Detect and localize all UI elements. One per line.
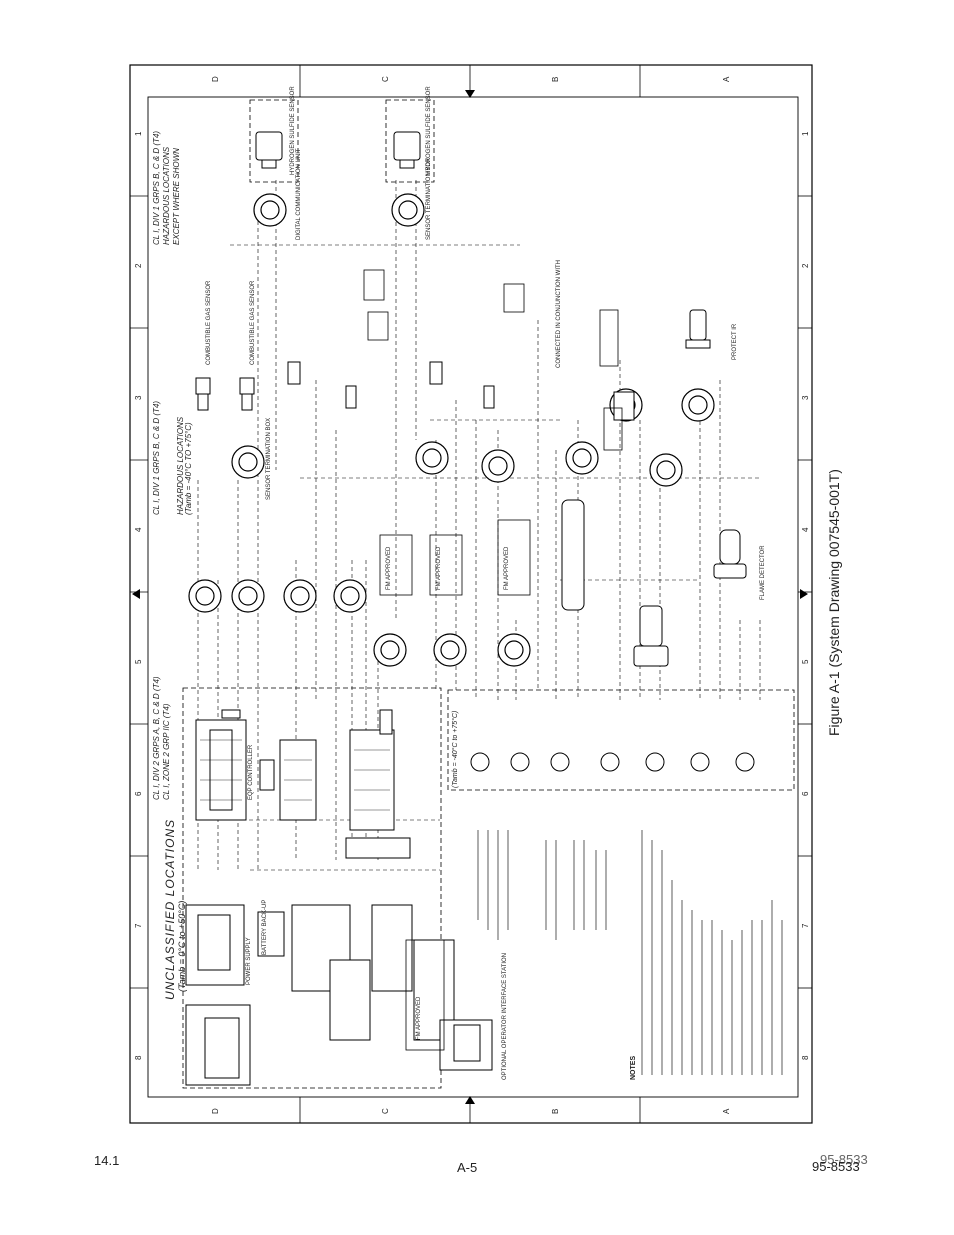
controller-detail-lines: [200, 739, 390, 811]
border-col-5-left: 5: [134, 659, 143, 664]
unclassified-equipment: [185, 904, 493, 1086]
drawing-inner-frame: [147, 96, 799, 1098]
border-col-7-left: 7: [134, 923, 143, 928]
border-row-b-bottom: B: [551, 1108, 560, 1114]
border-row-d-bottom: D: [211, 1108, 220, 1114]
border-ticks: [130, 65, 812, 1123]
border-col-2-right: 2: [801, 263, 810, 268]
border-col-4-right: 4: [801, 527, 810, 532]
border-row-a-bottom: A: [722, 1108, 731, 1114]
border-col-5-right: 5: [801, 659, 810, 664]
footer-center: A-5: [457, 1160, 478, 1175]
center-arrow-right: [800, 589, 808, 599]
border-row-b-top: B: [551, 76, 560, 82]
center-arrow-left: [132, 589, 140, 599]
border-col-7-right: 7: [801, 923, 810, 928]
center-arrow-top: [465, 90, 475, 98]
label-boxes: [363, 269, 623, 1051]
sensors: [195, 131, 747, 667]
border-col-4-left: 4: [134, 527, 143, 532]
border-col-2-left: 2: [134, 263, 143, 268]
small-devices: [470, 752, 755, 772]
enclosures: [188, 193, 715, 667]
footer-left: 14.1: [94, 1153, 120, 1168]
border-col-3-left: 3: [134, 395, 143, 400]
figure-caption: Figure A-1 (System Drawing 007545-001T): [826, 469, 842, 736]
center-arrow-bottom: [465, 1096, 475, 1104]
border-col-1-right: 1: [801, 131, 810, 136]
footer-right: 95-8533: [812, 1159, 860, 1174]
border-row-c-bottom: C: [381, 1108, 390, 1114]
border-col-8-right: 8: [801, 1055, 810, 1060]
zone-boundaries: [182, 99, 795, 1089]
border-row-a-top: A: [722, 76, 731, 82]
drawing-outer-frame: [129, 64, 813, 1124]
border-row-d-top: D: [211, 76, 220, 82]
border-col-6-left: 6: [134, 791, 143, 796]
border-col-3-right: 3: [801, 395, 810, 400]
border-col-8-left: 8: [134, 1055, 143, 1060]
border-row-c-top: C: [381, 76, 390, 82]
border-col-1-left: 1: [134, 131, 143, 136]
border-col-6-right: 6: [801, 791, 810, 796]
footer-right-ghost: 95-8533: [820, 1152, 868, 1167]
